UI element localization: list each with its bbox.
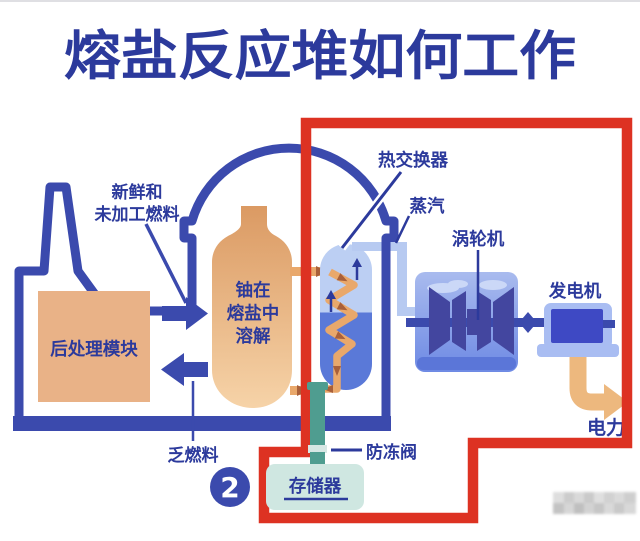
fresh-fuel-arrow [162,297,208,330]
hx-upflow-arrows [326,258,362,312]
storage-tank: 存储器 [266,464,364,510]
highlight-red-border [258,117,633,524]
electricity-arrowhead [604,384,628,420]
turbine-label: 涡轮机 [452,229,505,250]
turbine-unit [406,272,548,372]
steam-pointer-line [394,215,411,244]
heat-exchanger-pointer-line [340,171,403,249]
turbine-blade [429,287,450,355]
reactor-label-line1: 铀在 [236,280,271,301]
storage-label: 存储器 [289,476,342,497]
reactor-label-line3: 溶解 [236,326,271,347]
fresh-fuel-label-line2: 未加工燃料 [94,204,180,225]
heat-exchanger-coil [318,268,358,393]
shaft-coupling [519,312,537,333]
turbine-blade [477,291,491,351]
spent-fuel-arrow [161,353,208,386]
coil-flow-arrows [323,273,348,393]
spent-fuel-label: 乏燃料 [168,445,219,466]
fresh-fuel-pointer-line [144,223,188,304]
turbine-blade [493,287,514,355]
electricity-label: 电力 [587,416,625,439]
steam-pipe-horizontal [352,242,407,251]
reactor-vessel [212,206,292,408]
generator-label: 发电机 [548,281,602,302]
fresh-fuel-label-line1: 新鲜和 [112,182,163,203]
steam-label: 蒸汽 [410,196,445,217]
reactor-label-line2: 熔盐中 [227,303,280,324]
heat-exchanger-label: 热交换器 [378,150,448,171]
freeze-valve-assembly [307,382,328,467]
floor-slab [13,416,391,431]
steam-pipe-vertical [397,242,407,316]
step-badge-circle [210,467,250,507]
freeze-valve-label: 防冻阀 [366,442,417,463]
step-badge-number: 2 [220,471,239,504]
generator-unit [537,303,619,357]
reprocessing-module-label: 后处理模块 [50,339,138,360]
turbine-blade [452,291,466,351]
containment-dome [179,143,399,311]
electricity-arrow [569,352,604,411]
steam-pipe-elbow [397,307,416,316]
turbine-hub [467,309,477,335]
reprocessing-module-box [38,291,150,402]
page-title: 熔盐反应堆如何工作 [64,26,576,87]
top-divider [0,0,640,2]
watermark [553,492,636,514]
generator-shaft-stub [603,320,615,328]
